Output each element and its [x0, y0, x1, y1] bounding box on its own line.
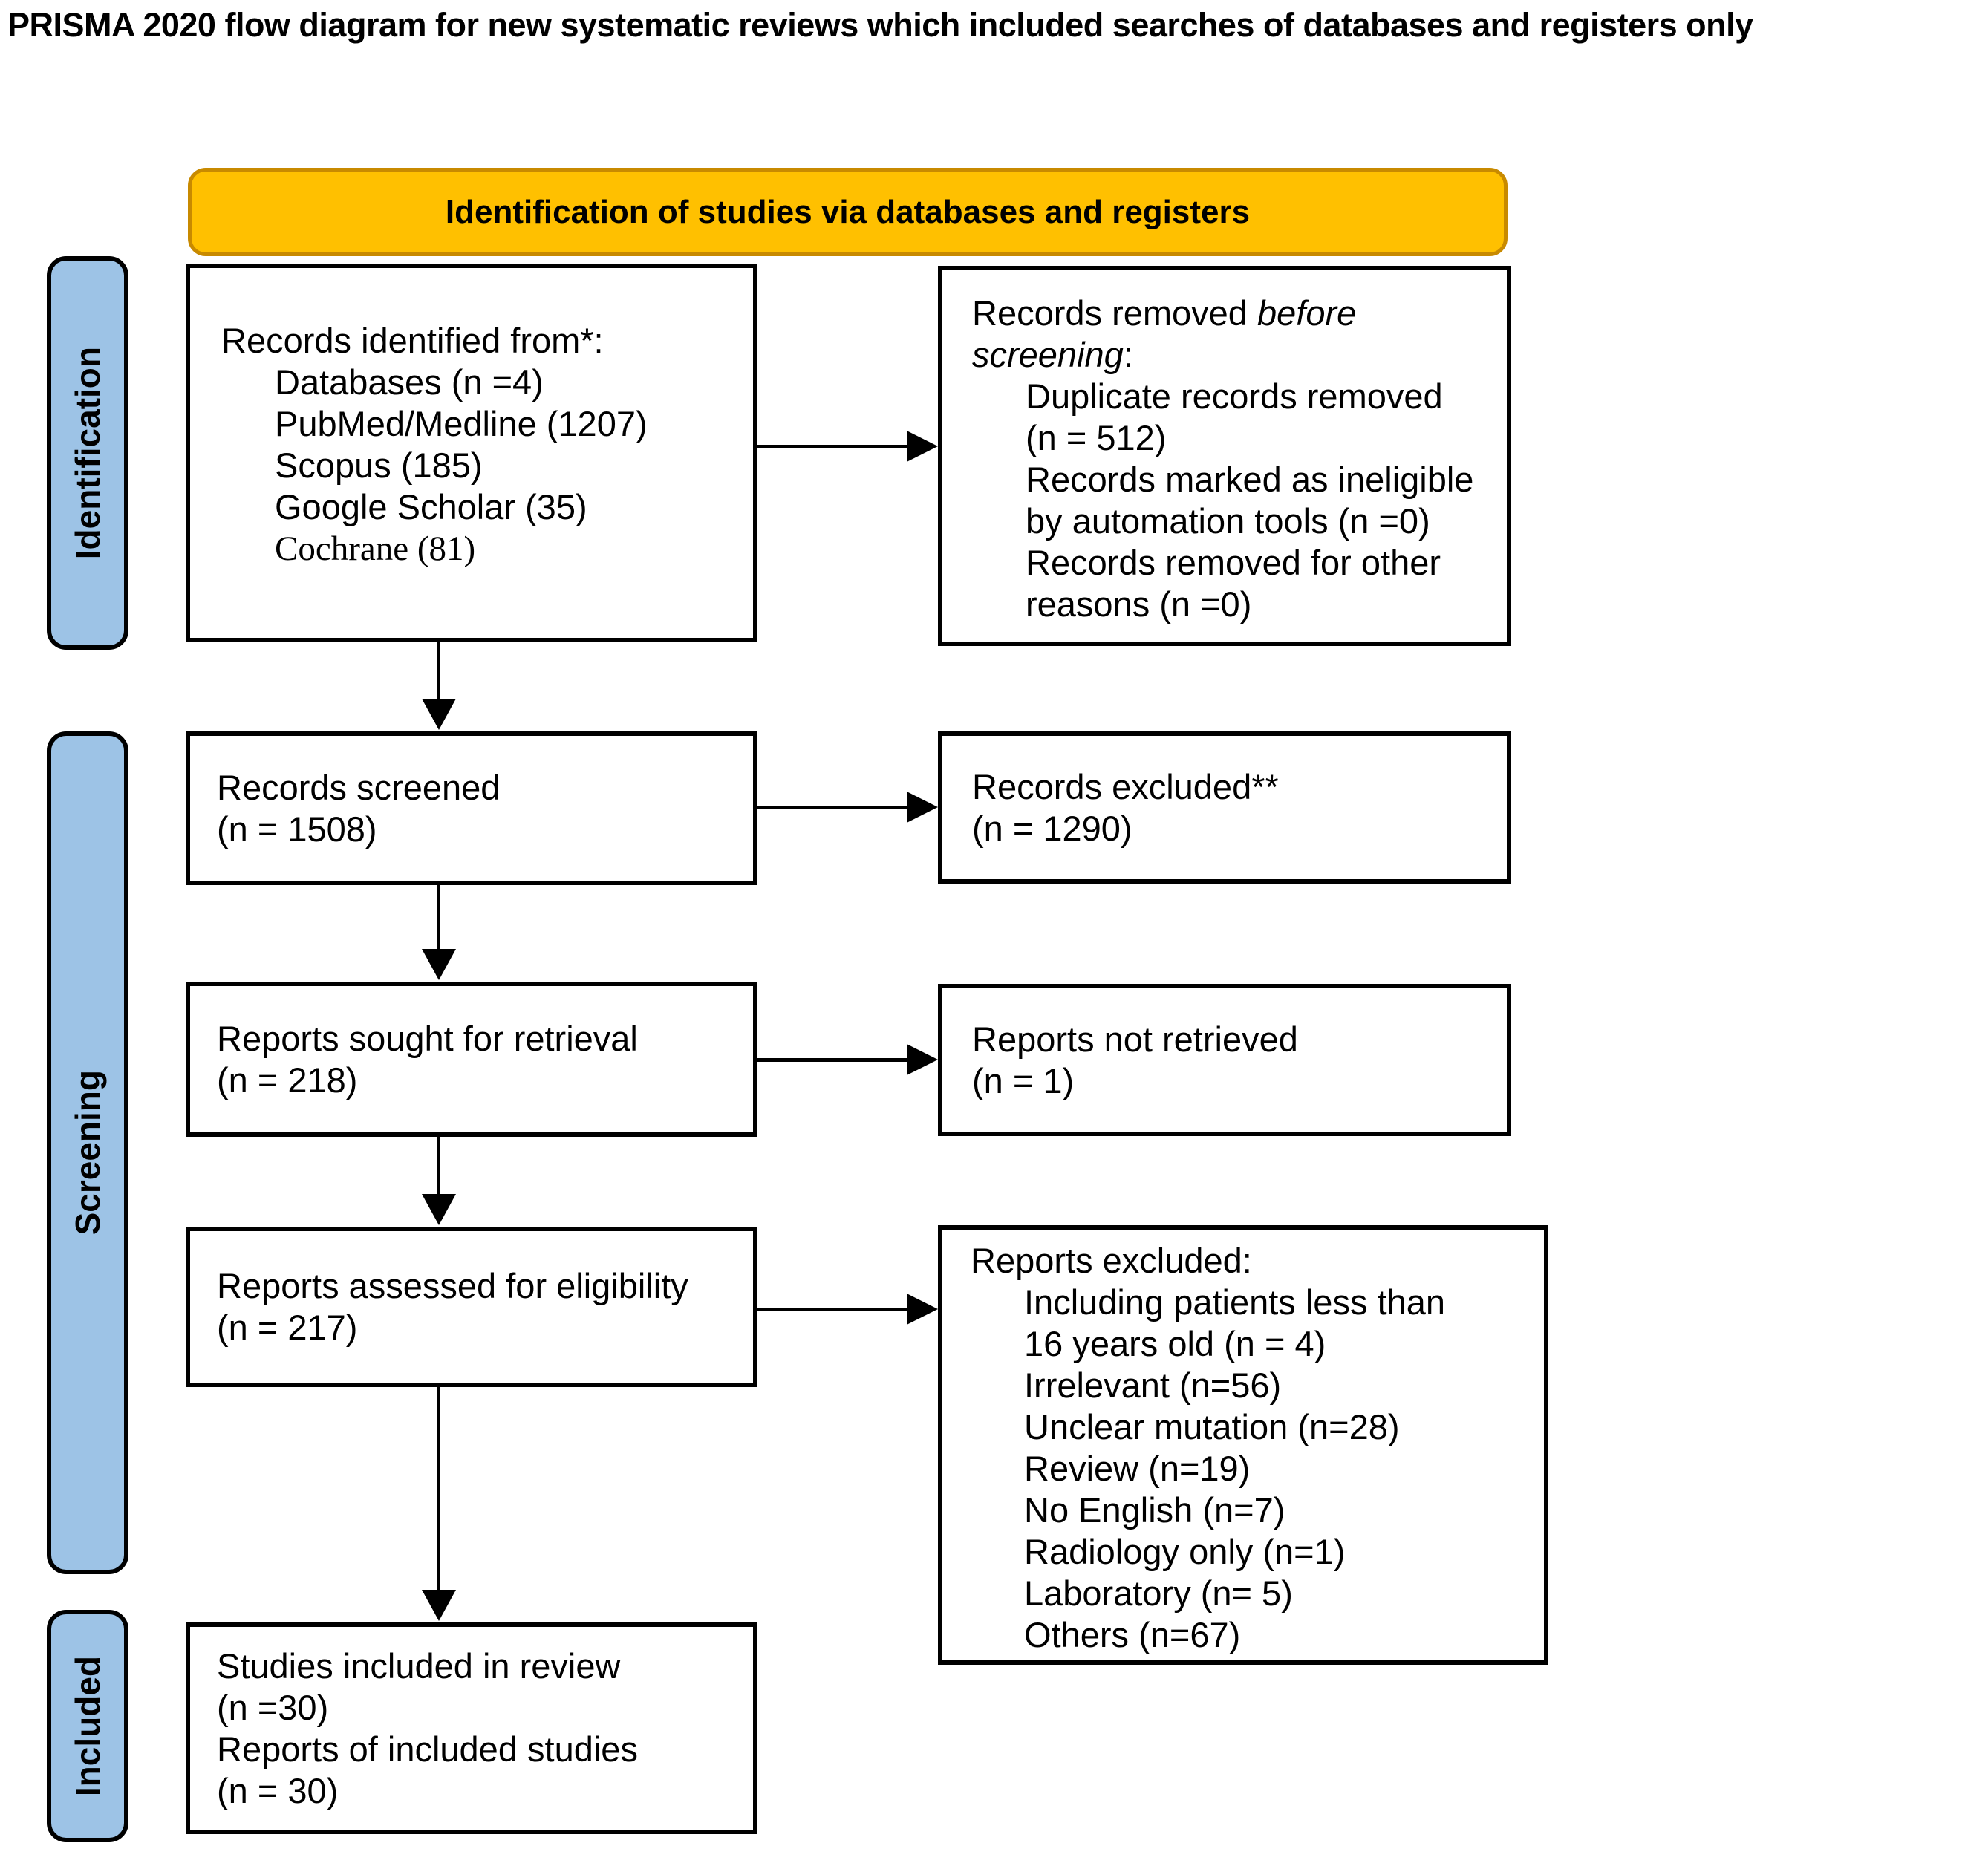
stage-label-included: Included: [47, 1610, 128, 1842]
box-line: Reports of included studies: [217, 1729, 638, 1769]
list-item: Duplicate records removed (n = 512): [1026, 376, 1443, 457]
connector-line: [757, 445, 907, 448]
box-reports-not-retrieved: Reports not retrieved (n = 1): [938, 984, 1511, 1136]
arrow-right-icon: [907, 792, 938, 823]
box-line: Records screened: [217, 767, 501, 807]
stage-label-text: Screening: [68, 1070, 107, 1236]
box-line: Records excluded**: [972, 766, 1279, 806]
list-item: PubMed/Medline (1207): [275, 404, 648, 443]
arrow-right-icon: [907, 1044, 938, 1075]
box-reports-assessed: Reports assessed for eligibility (n = 21…: [186, 1227, 757, 1387]
list-item: No English (n=7): [1024, 1490, 1285, 1530]
box-item-list: Including patients less than 16 years ol…: [971, 1282, 1476, 1656]
arrow-down-icon: [422, 1194, 456, 1225]
stage-label-identification: Identification: [47, 256, 128, 650]
box-title: Reports excluded:: [971, 1241, 1252, 1280]
list-item: Scopus (185): [275, 446, 483, 485]
box-item-list: Databases (n =4)PubMed/Medline (1207)Sco…: [221, 362, 731, 570]
box-reports-sought: Reports sought for retrieval (n = 218): [186, 982, 757, 1137]
box-records-removed: Records removed before screening: Duplic…: [938, 266, 1511, 646]
arrow-down-icon: [422, 699, 456, 730]
connector-line: [757, 1058, 907, 1062]
stage-label-text: Identification: [68, 346, 107, 560]
connector-line: [437, 642, 440, 702]
arrow-right-icon: [907, 431, 938, 462]
box-line: (n =30): [217, 1687, 329, 1727]
box-title: Records identified from*:: [221, 321, 604, 360]
list-item: Databases (n =4): [275, 362, 544, 402]
box-records-screened: Records screened (n = 1508): [186, 731, 757, 885]
box-item-list: Duplicate records removed (n = 512)Recor…: [972, 376, 1477, 625]
box-line: (n = 1): [972, 1060, 1075, 1100]
list-item: Cochrane (81): [275, 529, 476, 568]
arrow-right-icon: [907, 1294, 938, 1325]
box-line: Reports sought for retrieval: [217, 1018, 638, 1058]
connector-line: [437, 885, 440, 952]
page-title: PRISMA 2020 flow diagram for new systema…: [7, 6, 1753, 44]
stage-label-screening: Screening: [47, 731, 128, 1574]
connector-line: [437, 1387, 440, 1593]
box-records-excluded: Records excluded** (n = 1290): [938, 731, 1511, 884]
list-item: Google Scholar (35): [275, 487, 587, 526]
arrow-down-icon: [422, 949, 456, 980]
box-line: Reports not retrieved: [972, 1019, 1298, 1059]
list-item: Including patients less than 16 years ol…: [1024, 1282, 1445, 1363]
box-records-identified: Records identified from*: Databases (n =…: [186, 264, 757, 642]
list-item: Records marked as ineligible by automati…: [1026, 460, 1474, 541]
list-item: Radiology only (n=1): [1024, 1532, 1346, 1571]
list-item: Laboratory (n= 5): [1024, 1573, 1293, 1613]
box-line: (n = 218): [217, 1060, 358, 1100]
stage-label-text: Included: [68, 1655, 107, 1797]
list-item: Others (n=67): [1024, 1615, 1241, 1654]
box-reports-excluded: Reports excluded: Including patients les…: [938, 1225, 1548, 1665]
box-line: (n = 1290): [972, 808, 1132, 848]
box-title: Records removed before screening:: [972, 293, 1357, 374]
box-line: (n = 30): [217, 1770, 339, 1810]
list-item: Records removed for other reasons (n =0): [1026, 543, 1441, 624]
list-item: Unclear mutation (n=28): [1024, 1407, 1400, 1446]
arrow-down-icon: [422, 1590, 456, 1621]
box-line: (n = 217): [217, 1308, 358, 1347]
connector-line: [757, 1308, 907, 1311]
list-item: Review (n=19): [1024, 1449, 1251, 1488]
box-studies-included: Studies included in review (n =30) Repor…: [186, 1622, 757, 1834]
banner-identification-of-studies: Identification of studies via databases …: [188, 168, 1508, 256]
box-line: (n = 1508): [217, 809, 377, 849]
connector-line: [437, 1137, 440, 1198]
list-item: Irrelevant (n=56): [1024, 1366, 1282, 1405]
banner-label: Identification of studies via databases …: [445, 193, 1251, 230]
box-line: Reports assessed for eligibility: [217, 1266, 688, 1305]
connector-line: [757, 806, 907, 809]
box-line: Studies included in review: [217, 1645, 621, 1686]
